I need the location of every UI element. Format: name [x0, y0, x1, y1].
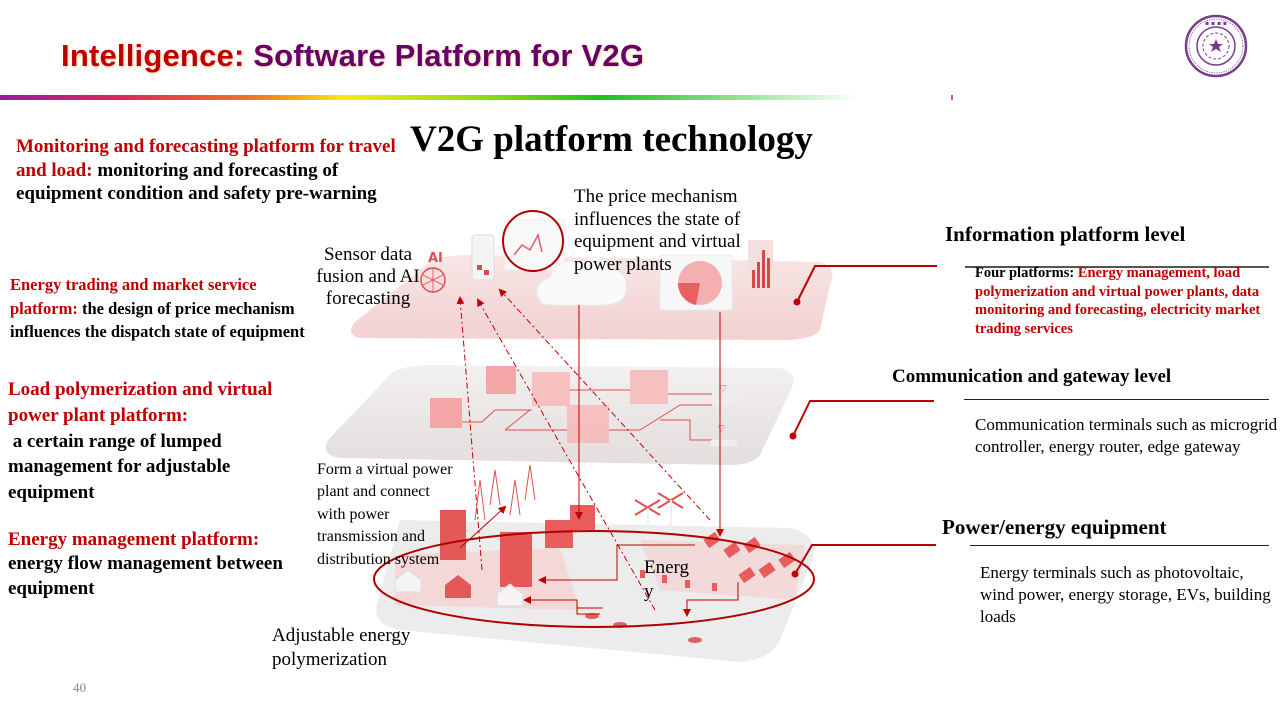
label-line: equipment and virtual [574, 231, 741, 253]
price-mechanism-label: The price mechanism influences the state… [574, 186, 741, 276]
gateway-box-icon-2 [630, 370, 668, 404]
title-underline-tick [951, 95, 953, 100]
transmission-tower-icon [474, 464, 536, 521]
adjustable-energy-ellipse [373, 530, 815, 628]
price-highlight-circle [502, 210, 564, 272]
vpp-arrow [459, 505, 507, 549]
level-leader-lines [792, 265, 937, 575]
energy-management-platform-desc: Energy management platform: energy flow … [8, 528, 308, 601]
sensor-fusion-label: Sensor data fusion and AI forecasting [316, 244, 420, 309]
line-chart-icon [504, 219, 566, 271]
platform-body: monitoring and forecasting of equipment … [16, 159, 377, 205]
slide-title-prefix: Intelligence: [61, 38, 245, 73]
platform-title: Energy management platform: [8, 529, 260, 550]
label-line: Adjustable energy [272, 625, 411, 646]
energy-flow-arrows [523, 544, 739, 617]
load-polymerization-platform-desc: Load polymerization and virtual power pl… [8, 377, 318, 506]
wifi-router-icon: ⌔ [713, 383, 737, 404]
svg-text:⌔: ⌔ [718, 383, 728, 395]
communication-layer-plate [325, 365, 794, 465]
label-line: with power [317, 505, 390, 523]
house-icon-red [445, 575, 471, 598]
equipment-level-desc: Energy terminals such as photovoltaic, w… [980, 563, 1271, 627]
communication-level-title: Communication and gateway level [892, 366, 1172, 387]
house-icon [394, 569, 422, 593]
title-underline-gradient [0, 95, 860, 100]
energy-label: Energ y [644, 556, 689, 604]
network-lines [462, 389, 712, 441]
sensor-data-dashed-arrows [456, 288, 711, 611]
energy-trading-platform-desc: Energy trading and market service platfo… [10, 273, 310, 344]
4g-module-icon-2 [486, 366, 516, 394]
building-icon-2 [500, 532, 532, 587]
svg-text:AI: AI [428, 251, 443, 266]
platform-body: the design of price mechanism influences… [10, 298, 305, 342]
pink-zone-right [640, 540, 805, 600]
desc-body: Energy management, load polymerization a… [975, 265, 1261, 337]
platform-title: Load polymerization and virtual power pl… [8, 379, 273, 426]
wifi-router-icon-2: ⌔ [711, 423, 737, 446]
price-signal-arrows [575, 305, 724, 537]
virtual-power-plant-label: Form a virtual power plant and connect w… [317, 459, 453, 571]
pink-zone-left [395, 548, 580, 610]
adjustable-energy-label: Adjustable energy polymerization [272, 624, 410, 672]
monitoring-platform-desc: Monitoring and forecasting platform for … [16, 135, 396, 206]
phone-dashboard-icon [471, 234, 495, 281]
information-level-rule [965, 266, 1269, 268]
platform-body: energy flow management between equipment [8, 553, 283, 599]
label-line: transmission and [317, 528, 425, 546]
label-line: power plants [574, 253, 672, 275]
4g-module-icon [430, 398, 462, 428]
cloud-icon [536, 257, 627, 306]
svg-text:▪ ▪ ▪ ▪: ▪ ▪ ▪ ▪ [1205, 20, 1227, 27]
wind-turbine-icon [634, 492, 684, 540]
slide-title: Intelligence: Software Platform for V2G [61, 38, 644, 74]
svg-text:⌔: ⌔ [716, 423, 726, 435]
communication-level-rule [964, 399, 1269, 400]
storage-icon [545, 520, 573, 548]
equipment-level-rule [970, 545, 1269, 546]
desc-prefix: Four platforms: [975, 265, 1078, 281]
label-line: Energ [644, 557, 690, 578]
label-line: distribution system [317, 550, 440, 568]
label-line: Form a virtual power [317, 461, 453, 478]
building-icon [440, 510, 466, 560]
page-number: 40 [73, 680, 86, 695]
platform-title: Energy trading and market service platfo… [10, 275, 257, 318]
level-leader-dots [789, 298, 801, 578]
communication-level-desc: Communication terminals such as microgri… [975, 415, 1278, 457]
label-line: y [644, 580, 654, 602]
university-seal-icon: ▪ ▪ ▪ ▪ [1184, 14, 1248, 78]
diagram-heading: V2G platform technology [410, 119, 813, 160]
label-line: The price mechanism [574, 186, 738, 207]
slide-title-main: Software Platform for V2G [244, 38, 645, 73]
platform-title: Monitoring and forecasting platform for … [16, 136, 396, 181]
ai-icon: AI [428, 251, 443, 266]
label-line: influences the state of [574, 208, 741, 230]
ev-charger-icon [640, 570, 717, 591]
label-line: plant and connect [317, 483, 430, 501]
storage-icon-2 [570, 505, 595, 530]
label-line: polymerization [272, 648, 388, 670]
equipment-level-title: Power/energy equipment [942, 515, 1167, 539]
platform-body: a certain range of lumped management for… [8, 430, 236, 504]
information-level-title: Information platform level [945, 222, 1186, 246]
gateway-box-icon [532, 372, 570, 406]
information-level-desc: Four platforms: Energy management, load … [975, 264, 1275, 338]
gateway-box-icon-3 [567, 405, 609, 443]
